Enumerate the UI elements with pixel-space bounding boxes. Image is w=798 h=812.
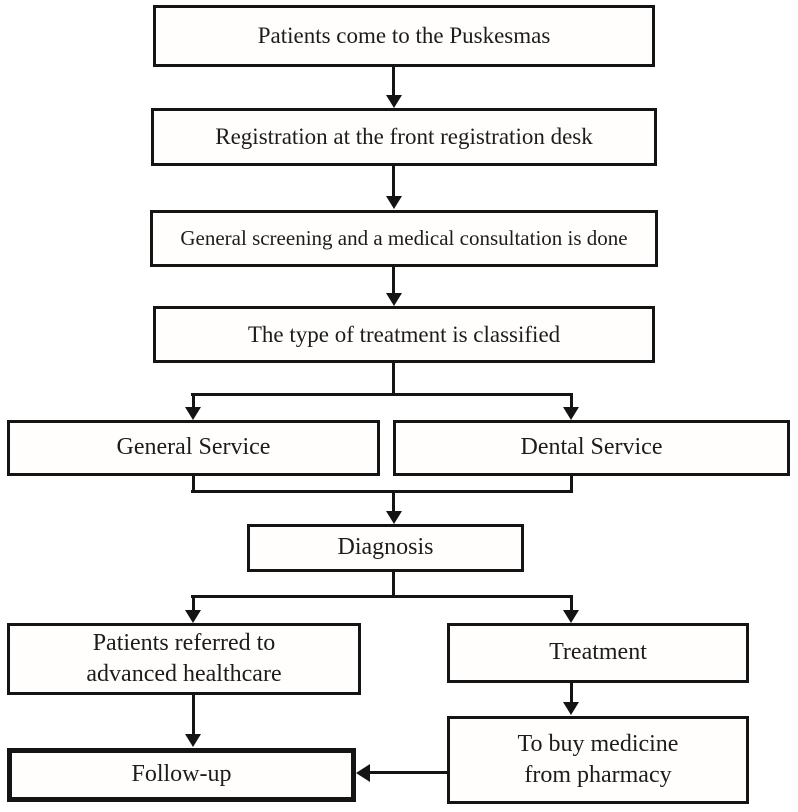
edge-classified-dental-line: [570, 396, 573, 407]
node-treatment: Treatment: [447, 623, 749, 683]
edge-classified-dental-arrowhead: [563, 407, 579, 420]
edge-referred-followup-line: [192, 695, 195, 734]
edge-arrive-registration-line: [392, 67, 395, 95]
node-general-service-label: General Service: [116, 434, 271, 461]
node-follow-up: Follow-up: [7, 748, 356, 802]
edge-registration-screening-arrowhead: [386, 196, 402, 209]
edge-classified-split-stem: [392, 363, 395, 396]
edge-treatment-pharmacy-arrowhead: [563, 702, 579, 715]
edge-diagnosis-split-crossbar: [191, 595, 573, 598]
node-follow-up-label: Follow-up: [131, 761, 232, 788]
node-screening: General screening and a medical consulta…: [150, 210, 658, 267]
edge-pharmacy-followup-arrowhead: [356, 764, 370, 782]
node-referred-advanced-healthcare-label: Patients referred to advanced healthcare: [86, 629, 282, 687]
node-screening-label: General screening and a medical consulta…: [180, 225, 628, 250]
edge-dental-merge-line: [570, 476, 573, 493]
node-patients-arrive: Patients come to the Puskesmas: [153, 5, 655, 67]
node-general-service: General Service: [7, 420, 380, 476]
edge-treatment-pharmacy-line: [570, 683, 573, 702]
node-buy-medicine-pharmacy-label: To buy medicine from pharmacy: [517, 730, 679, 788]
node-treatment-classified-label: The type of treatment is classified: [247, 321, 561, 347]
edge-general-merge-line: [192, 476, 195, 493]
node-referred-advanced-healthcare: Patients referred to advanced healthcare: [7, 623, 361, 695]
edge-arrive-registration-arrowhead: [386, 95, 402, 108]
edge-merge-diagnosis-arrowhead: [386, 511, 402, 524]
edge-pharmacy-followup-line: [368, 771, 447, 774]
edge-screening-classified-line: [392, 266, 395, 293]
edge-classified-general-line: [192, 396, 195, 407]
node-patients-arrive-label: Patients come to the Puskesmas: [257, 23, 551, 49]
edge-diagnosis-treatment-arrowhead: [563, 610, 579, 623]
node-treatment-classified: The type of treatment is classified: [153, 306, 655, 363]
edge-screening-classified-arrowhead: [386, 293, 402, 306]
edge-diagnosis-treatment-line: [570, 598, 573, 610]
node-dental-service: Dental Service: [393, 420, 790, 476]
node-registration: Registration at the front registration d…: [151, 108, 657, 166]
edge-classified-split-crossbar: [191, 393, 573, 396]
node-buy-medicine-pharmacy: To buy medicine from pharmacy: [447, 716, 749, 804]
edge-classified-general-arrowhead: [185, 407, 201, 420]
node-diagnosis-label: Diagnosis: [337, 534, 434, 561]
node-registration-label: Registration at the front registration d…: [215, 124, 593, 150]
node-treatment-label: Treatment: [549, 639, 647, 666]
node-dental-service-label: Dental Service: [520, 434, 663, 461]
edge-diagnosis-split-stem: [392, 572, 395, 598]
edge-diagnosis-referred-line: [192, 598, 195, 610]
edge-registration-screening-line: [392, 166, 395, 196]
edge-referred-followup-arrowhead: [185, 734, 201, 747]
edge-merge-crossbar: [191, 490, 573, 493]
node-diagnosis: Diagnosis: [247, 524, 524, 572]
edge-merge-diagnosis-line: [392, 490, 395, 511]
edge-diagnosis-referred-arrowhead: [185, 610, 201, 623]
